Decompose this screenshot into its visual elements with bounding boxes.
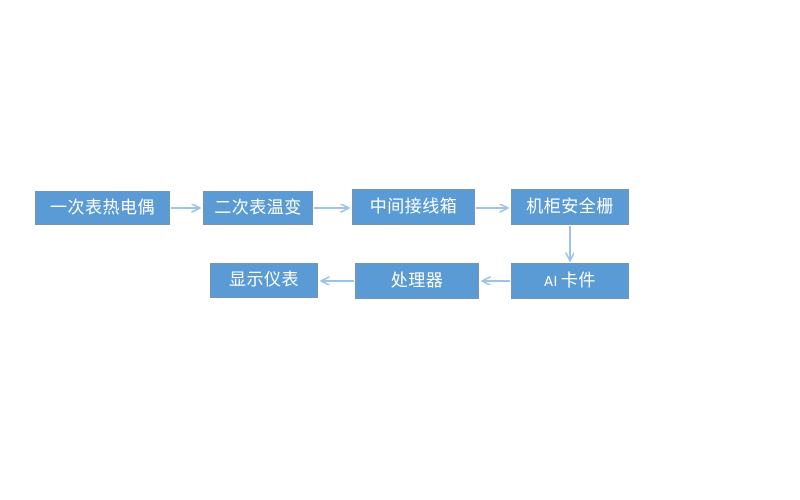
node-label: 机柜安全栅 (526, 196, 614, 217)
node-primary-thermocouple[interactable]: 一次表热电偶 (35, 191, 170, 225)
node-processor[interactable]: 处理器 (355, 263, 479, 299)
node-label: 二次表温变 (214, 197, 302, 218)
node-label: AI 卡件 (544, 270, 596, 291)
node-label: 处理器 (390, 270, 444, 291)
node-label: 中间接线箱 (369, 196, 458, 217)
node-ai-card[interactable]: AI 卡件 (511, 263, 629, 299)
node-display-meter[interactable]: 显示仪表 (210, 263, 318, 298)
node-label: 一次表热电偶 (50, 197, 155, 218)
node-label-cjk: 卡件 (560, 270, 596, 291)
node-junction-box[interactable]: 中间接线箱 (352, 189, 475, 225)
node-label: 显示仪表 (229, 270, 299, 290)
node-cabinet-barrier[interactable]: 机柜安全栅 (511, 189, 629, 225)
node-label-ascii: AI (544, 274, 558, 290)
node-secondary-transmitter[interactable]: 二次表温变 (203, 191, 313, 225)
